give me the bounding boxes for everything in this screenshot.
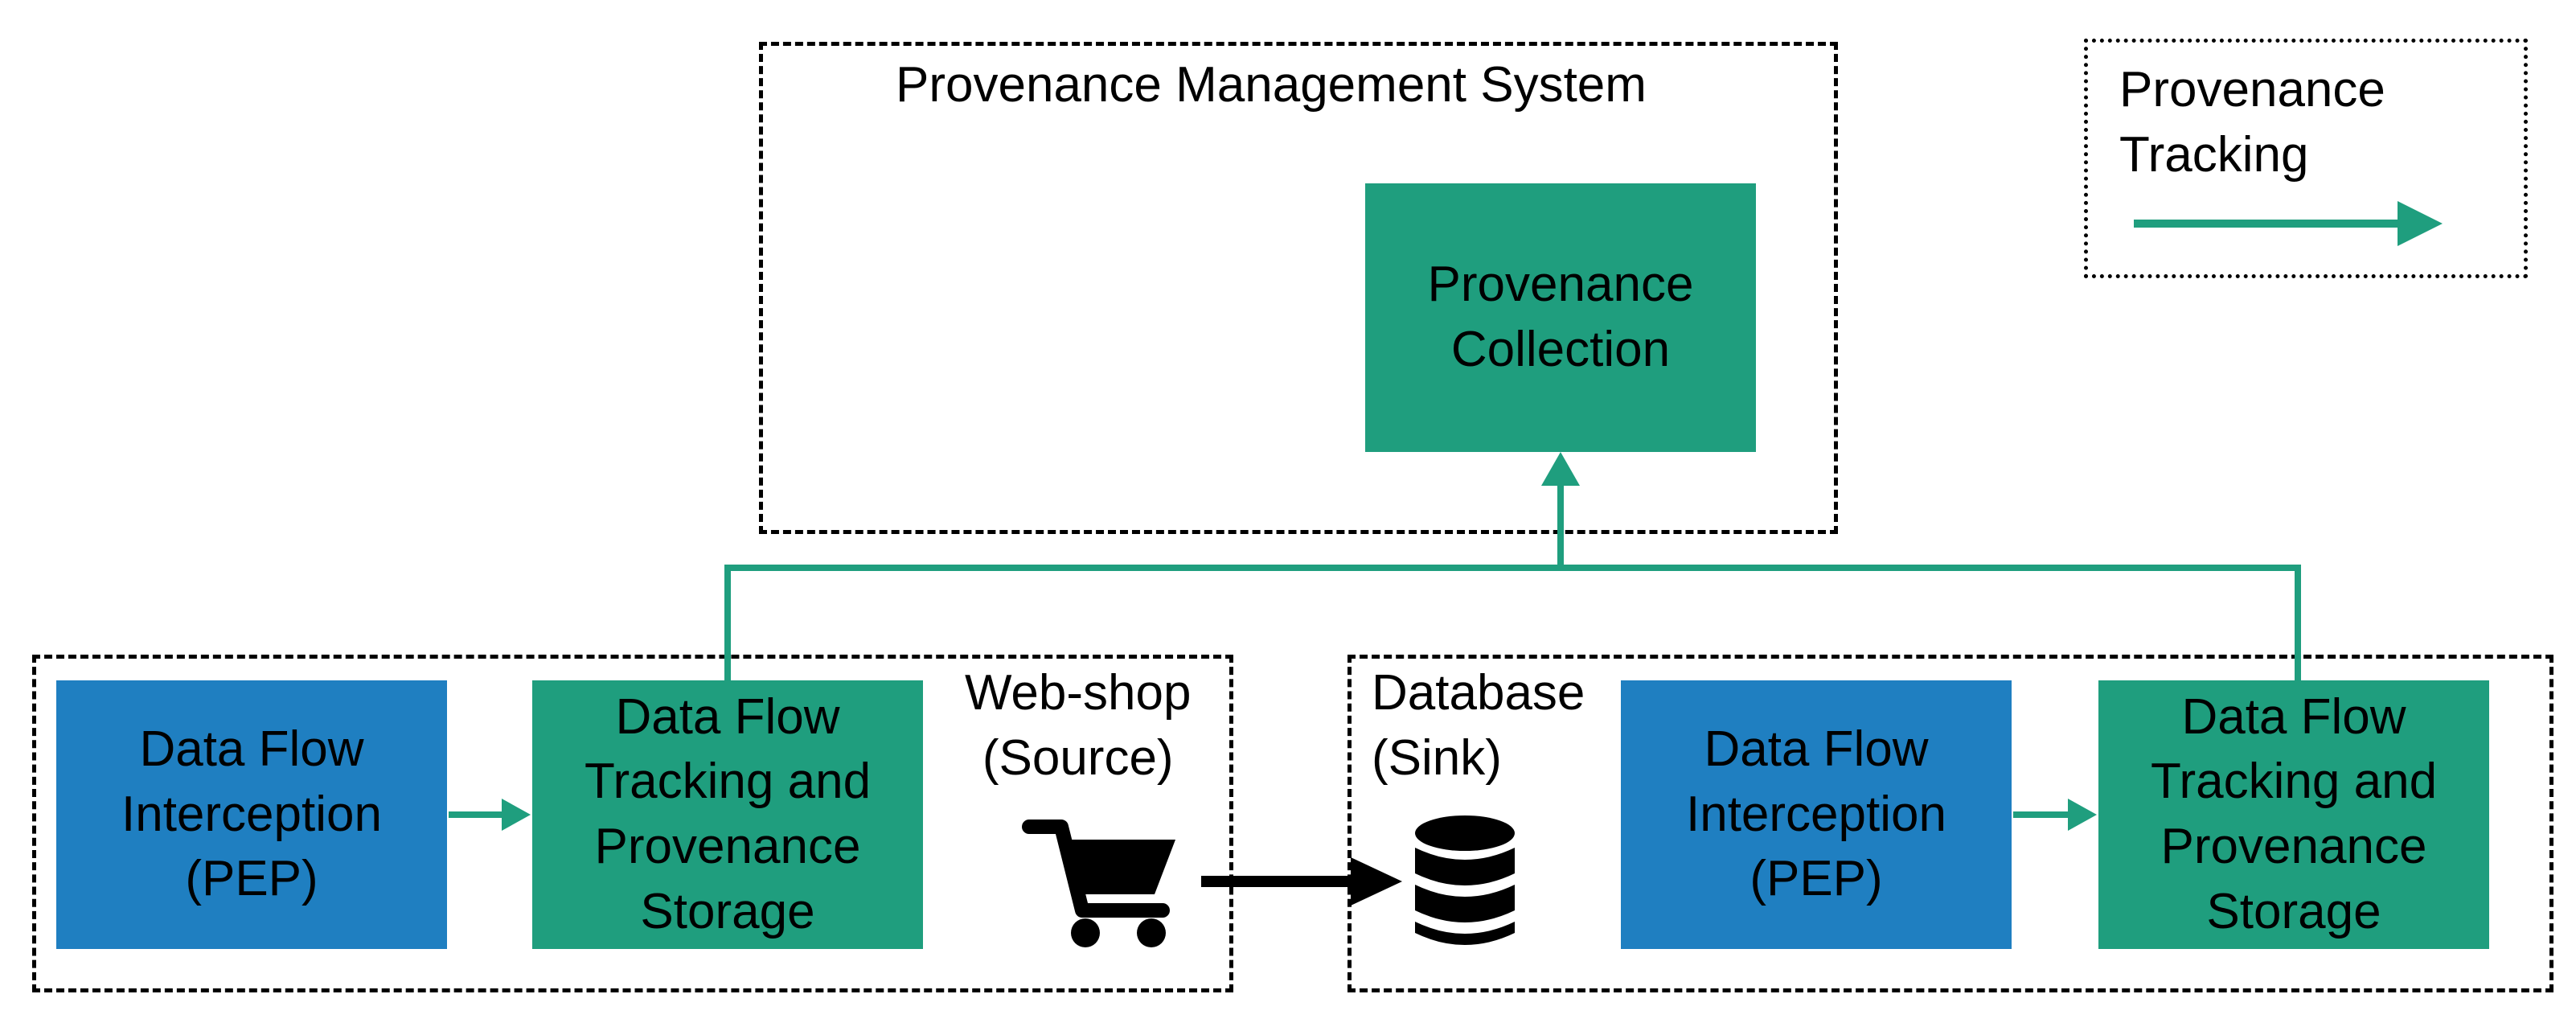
webshop-region bbox=[32, 655, 1233, 992]
provenance-tracking-connector bbox=[724, 452, 2301, 680]
webshop-intercept-to-tracking-arrow bbox=[449, 799, 531, 831]
database-intercept-to-tracking-arrow bbox=[2013, 799, 2097, 831]
database-interception-box: Data Flow Interception (PEP) bbox=[1621, 680, 2012, 949]
webshop-interception-box: Data Flow Interception (PEP) bbox=[56, 680, 447, 949]
data-flow-arrow bbox=[1201, 857, 1402, 906]
webshop-tracking-box: Data Flow Tracking and Provenance Storag… bbox=[532, 680, 923, 949]
database-icon bbox=[1415, 815, 1515, 945]
green-right-arrow-icon bbox=[2134, 201, 2443, 246]
provenance-management-system-title: Provenance Management System bbox=[896, 57, 1647, 113]
provenance-collection-box: Provenance Collection bbox=[1365, 183, 1756, 452]
webshop-label: Web-shop (Source) bbox=[965, 665, 1192, 786]
database-region bbox=[1347, 655, 2553, 992]
shopping-cart-icon bbox=[1022, 820, 1175, 947]
database-tracking-box: Data Flow Tracking and Provenance Storag… bbox=[2098, 680, 2489, 949]
provenance-management-system-region bbox=[759, 42, 1838, 534]
legend-label: Provenance Tracking bbox=[2119, 62, 2385, 183]
legend-box bbox=[2084, 39, 2528, 278]
database-label: Database (Sink) bbox=[1372, 665, 1585, 786]
